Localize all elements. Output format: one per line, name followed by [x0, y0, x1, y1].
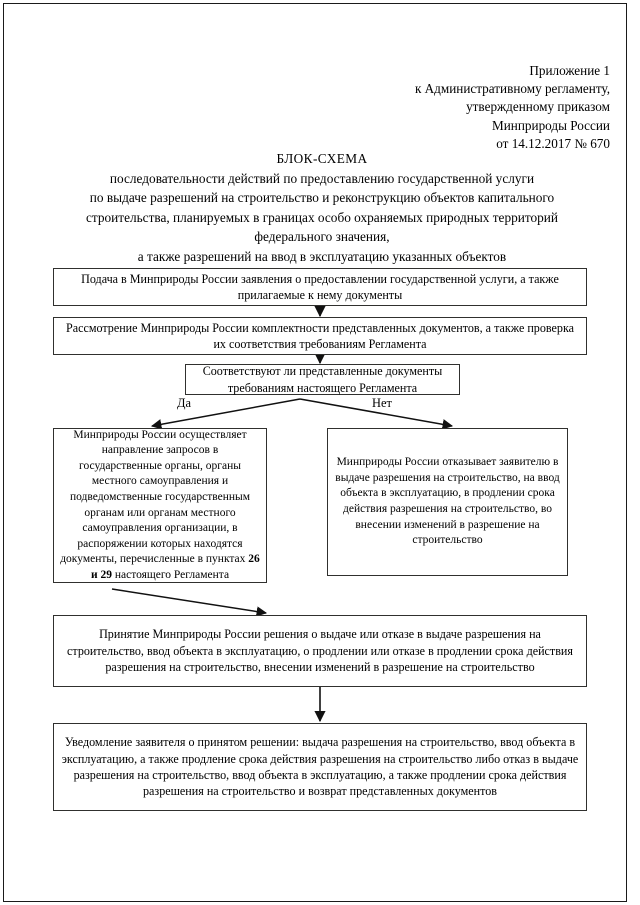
header-line-order: от 14.12.2017 № 670: [496, 135, 610, 151]
title-line-4: федерального значения,: [254, 229, 390, 245]
flow-node-review-label: Рассмотрение Минприроды России комплектн…: [65, 320, 575, 351]
document-title-block: БЛОК-СХЕМА последовательности действий п…: [34, 149, 610, 267]
flow-node-decision: Соответствуют ли представленные документ…: [185, 364, 460, 395]
branch-label-yes: Да: [177, 396, 191, 410]
page-title: БЛОК-СХЕМА: [276, 151, 368, 166]
title-line-5: а также разрешений на ввод в эксплуатаци…: [137, 248, 507, 264]
flow-node-result: Принятие Минприроды России решения о выд…: [53, 615, 587, 687]
flow-node-notify-label: Уведомление заявителя о принятом решении…: [61, 735, 579, 799]
edge-yes-result: [111, 588, 268, 617]
appendix-header: Приложение 1 к Административному регламе…: [300, 62, 610, 153]
title-line-1: последовательности действий по предостав…: [109, 170, 535, 186]
flow-node-no-branch-label: Минприроды России отказывает заявителю в…: [335, 456, 560, 547]
flow-node-result-label: Принятие Минприроды России решения о выд…: [67, 627, 573, 675]
header-line-approved: утвержденному приказом: [466, 99, 610, 115]
title-line-2: по выдаче разрешений на строительство и …: [89, 190, 555, 206]
flow-node-yes-branch: Минприроды России осуществляет направлен…: [53, 428, 267, 583]
header-line-appendix: Приложение 1: [529, 63, 610, 78]
title-line-3: строительства, планируемых в границах ос…: [85, 209, 559, 225]
header-line-regulation: к Административному регламенту,: [414, 81, 610, 97]
flow-node-submit: Подача в Минприроды России заявления о п…: [53, 268, 587, 306]
edge-decision-yes: [150, 398, 301, 430]
header-line-ministry: Минприроды России: [492, 117, 610, 133]
flow-node-decision-label: Соответствуют ли представленные документ…: [202, 364, 443, 395]
branch-label-no: Нет: [372, 396, 392, 410]
flow-node-no-branch: Минприроды России отказывает заявителю в…: [327, 428, 568, 576]
flow-node-submit-label: Подача в Минприроды России заявления о п…: [81, 271, 559, 302]
flow-node-review: Рассмотрение Минприроды России комплектн…: [53, 317, 587, 355]
flow-node-notify: Уведомление заявителя о принятом решении…: [53, 723, 587, 811]
flow-node-yes-branch-label: Минприроды России осуществляет направлен…: [60, 428, 260, 581]
